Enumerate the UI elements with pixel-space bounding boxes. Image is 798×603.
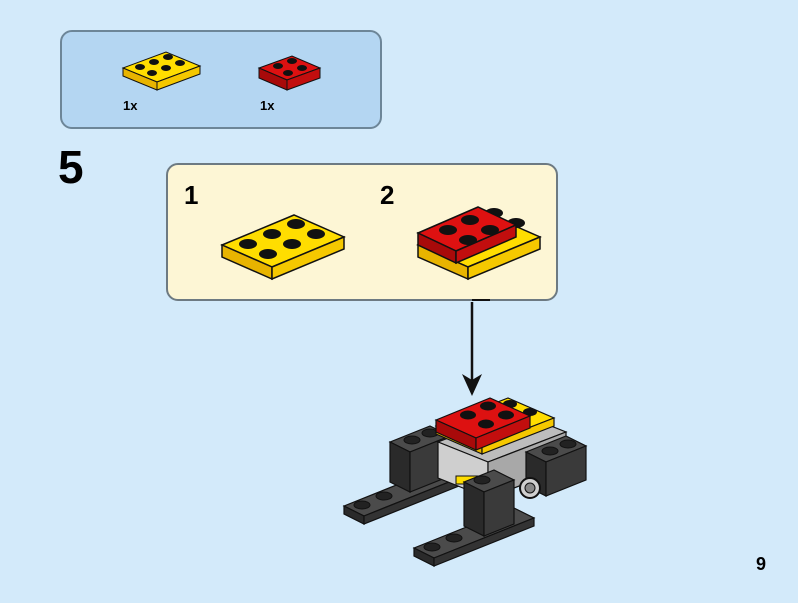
substep-2-combined-plates-illustration [416,206,542,281]
page-number: 9 [756,554,767,574]
yellow-plate-part-icon [121,51,202,91]
parts-list-box [60,30,382,129]
red-plate-quantity: 1x [260,98,275,113]
step-number: 5 [58,141,84,193]
substep-1-yellow-plate-illustration [220,214,346,281]
substep-label-1: 1 [184,180,199,210]
model-assembly-illustration [342,397,588,567]
yellow-plate-quantity: 1x [123,98,138,113]
substep-label-2: 2 [380,180,395,210]
red-plate-part-icon [257,55,322,91]
down-arrow-icon [462,299,490,396]
